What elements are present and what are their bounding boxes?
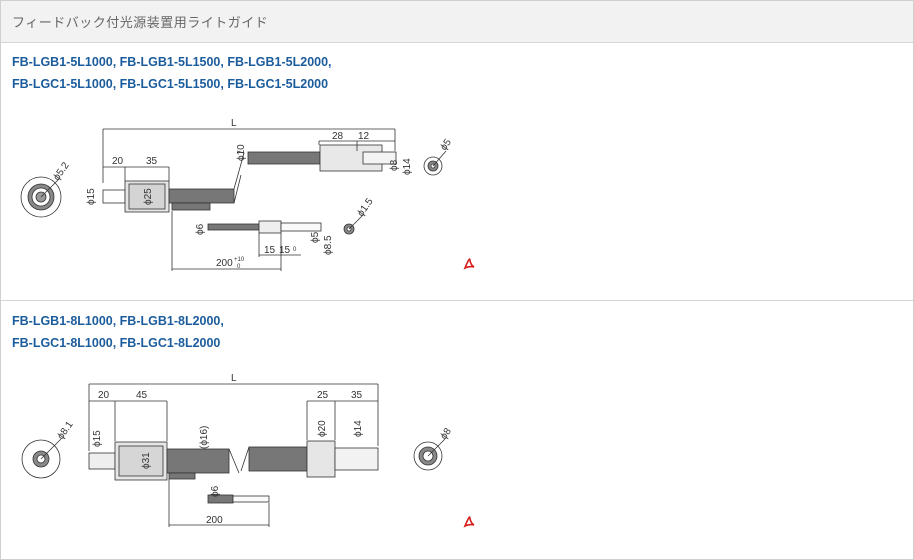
dim-phi20: ϕ20 — [317, 420, 328, 437]
dim-35: 35 — [146, 156, 158, 167]
dim-15a: 15 — [264, 245, 276, 256]
dim-phi25: ϕ25 — [143, 188, 154, 205]
dim-15b: 15 — [279, 245, 291, 256]
connector-body — [88, 441, 168, 481]
dim-phi14: ϕ14 — [353, 420, 364, 437]
end-view-right — [423, 150, 447, 176]
dim-12: 12 — [358, 131, 370, 142]
dim-28: 28 — [332, 131, 344, 142]
page-title: フィードバック付光源装置用ライトガイド — [12, 16, 269, 31]
model-list-line-1: FB-LGB1-8L1000, FB-LGB1-8L2000, — [12, 314, 224, 328]
dim-L: L — [231, 118, 237, 129]
dim-tol-plus10: +10 — [234, 257, 245, 263]
dimension-drawing-5mm: L 28 12 20 35 ϕ10 ϕ8 ϕ14 ϕ5 ϕ5.2 ϕ15 ϕ25… — [20, 118, 454, 271]
dim-phi31: ϕ31 — [141, 452, 152, 469]
dim-phi6: ϕ6 — [195, 223, 206, 235]
product-section-5mm: FB-LGB1-5L1000, FB-LGB1-5L1500, FB-LGB1-… — [1, 43, 913, 301]
product-section-8mm: FB-LGB1-8L1000, FB-LGB1-8L2000, FB-LGC1-… — [1, 301, 913, 559]
model-list-line-1: FB-LGB1-5L1000, FB-LGB1-5L1500, FB-LGB1-… — [12, 55, 332, 69]
dim-tol-0b: 0 — [237, 264, 241, 270]
dim-45: 45 — [136, 390, 148, 401]
end-view-small — [343, 214, 364, 235]
dim-phi5: ϕ5 — [438, 137, 454, 153]
dim-200: 200 — [206, 515, 223, 526]
end-view-left — [21, 438, 62, 479]
dim-20: 20 — [112, 156, 124, 167]
dim-L: L — [231, 373, 237, 384]
hose-lower — [168, 472, 270, 504]
dim-phi5-2: ϕ5.2 — [51, 160, 71, 183]
dim-phi8-5: ϕ8.5 — [323, 235, 334, 255]
end-view-right — [413, 438, 446, 471]
dim-phi6: ϕ6 — [210, 485, 221, 497]
dim-phi15: ϕ15 — [86, 188, 97, 205]
dim-phi14: ϕ14 — [402, 158, 413, 175]
dim-phi1-5: ϕ1.5 — [355, 196, 375, 219]
dim-phi8: ϕ8 — [438, 426, 454, 442]
dim-tol-0: 0 — [293, 247, 297, 253]
pdf-icon[interactable] — [463, 257, 476, 271]
dim-phi8: ϕ8 — [389, 159, 400, 171]
dim-35: 35 — [351, 390, 363, 401]
dim-20: 20 — [98, 390, 110, 401]
dim-200: 200 — [216, 258, 233, 269]
hose-upper — [168, 144, 397, 204]
dimension-drawing-8mm: L 20 45 25 35 ϕ8.1 ϕ15 (ϕ16) ϕ31 ϕ20 ϕ14… — [21, 373, 454, 527]
model-list-line-2: FB-LGC1-5L1000, FB-LGC1-5L1500, FB-LGC1-… — [12, 77, 329, 91]
pdf-icon[interactable] — [463, 515, 476, 529]
dim-phi5b: ϕ5 — [310, 231, 321, 243]
dim-phi15: ϕ15 — [92, 430, 103, 447]
hose-lower — [171, 202, 322, 234]
model-list-line-2: FB-LGC1-8L1000, FB-LGC1-8L2000 — [12, 336, 221, 350]
end-view-left — [20, 176, 62, 218]
connector-body — [102, 180, 170, 213]
dim-25: 25 — [317, 390, 329, 401]
dim-phi8-1: ϕ8.1 — [55, 419, 75, 442]
dim-phi16: (ϕ16) — [199, 426, 210, 449]
panel-header: フィードバック付光源装置用ライトガイド — [1, 1, 913, 43]
hose — [166, 440, 379, 478]
dim-phi10: ϕ10 — [236, 144, 247, 161]
